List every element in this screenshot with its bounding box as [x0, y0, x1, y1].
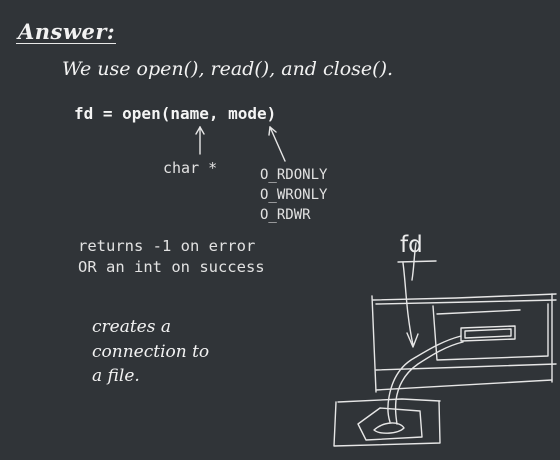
name-type-label: char * — [163, 159, 218, 177]
fd-to-table-arrow — [402, 262, 419, 348]
mode-pointer-arrow — [268, 126, 286, 162]
file-box-sketch — [333, 398, 441, 447]
heading-underline — [16, 43, 116, 44]
fd-table-slot — [460, 325, 516, 342]
fd-sketch-label: fd — [400, 232, 423, 258]
name-pointer-arrow — [195, 126, 205, 155]
note-line-2: connection to — [92, 342, 210, 362]
intro-sentence: We use open(), read(), and close(). — [62, 58, 394, 80]
note-line-1: creates a — [92, 317, 171, 337]
answer-heading: Answer: — [18, 19, 116, 44]
connection-line — [387, 335, 464, 425]
return-success-line: OR an int on success — [78, 258, 265, 276]
note-line-3: a file. — [92, 366, 140, 386]
return-error-line: returns -1 on error — [78, 237, 256, 255]
process-box-sketch — [371, 293, 557, 393]
open-call-code: fd = open(name, mode) — [74, 104, 277, 123]
mode-flag-rdonly: O_RDONLY — [260, 167, 328, 183]
fd-underline — [397, 260, 437, 263]
mode-flag-rdwr: O_RDWR — [260, 207, 311, 223]
mode-flag-wronly: O_WRONLY — [260, 187, 328, 203]
